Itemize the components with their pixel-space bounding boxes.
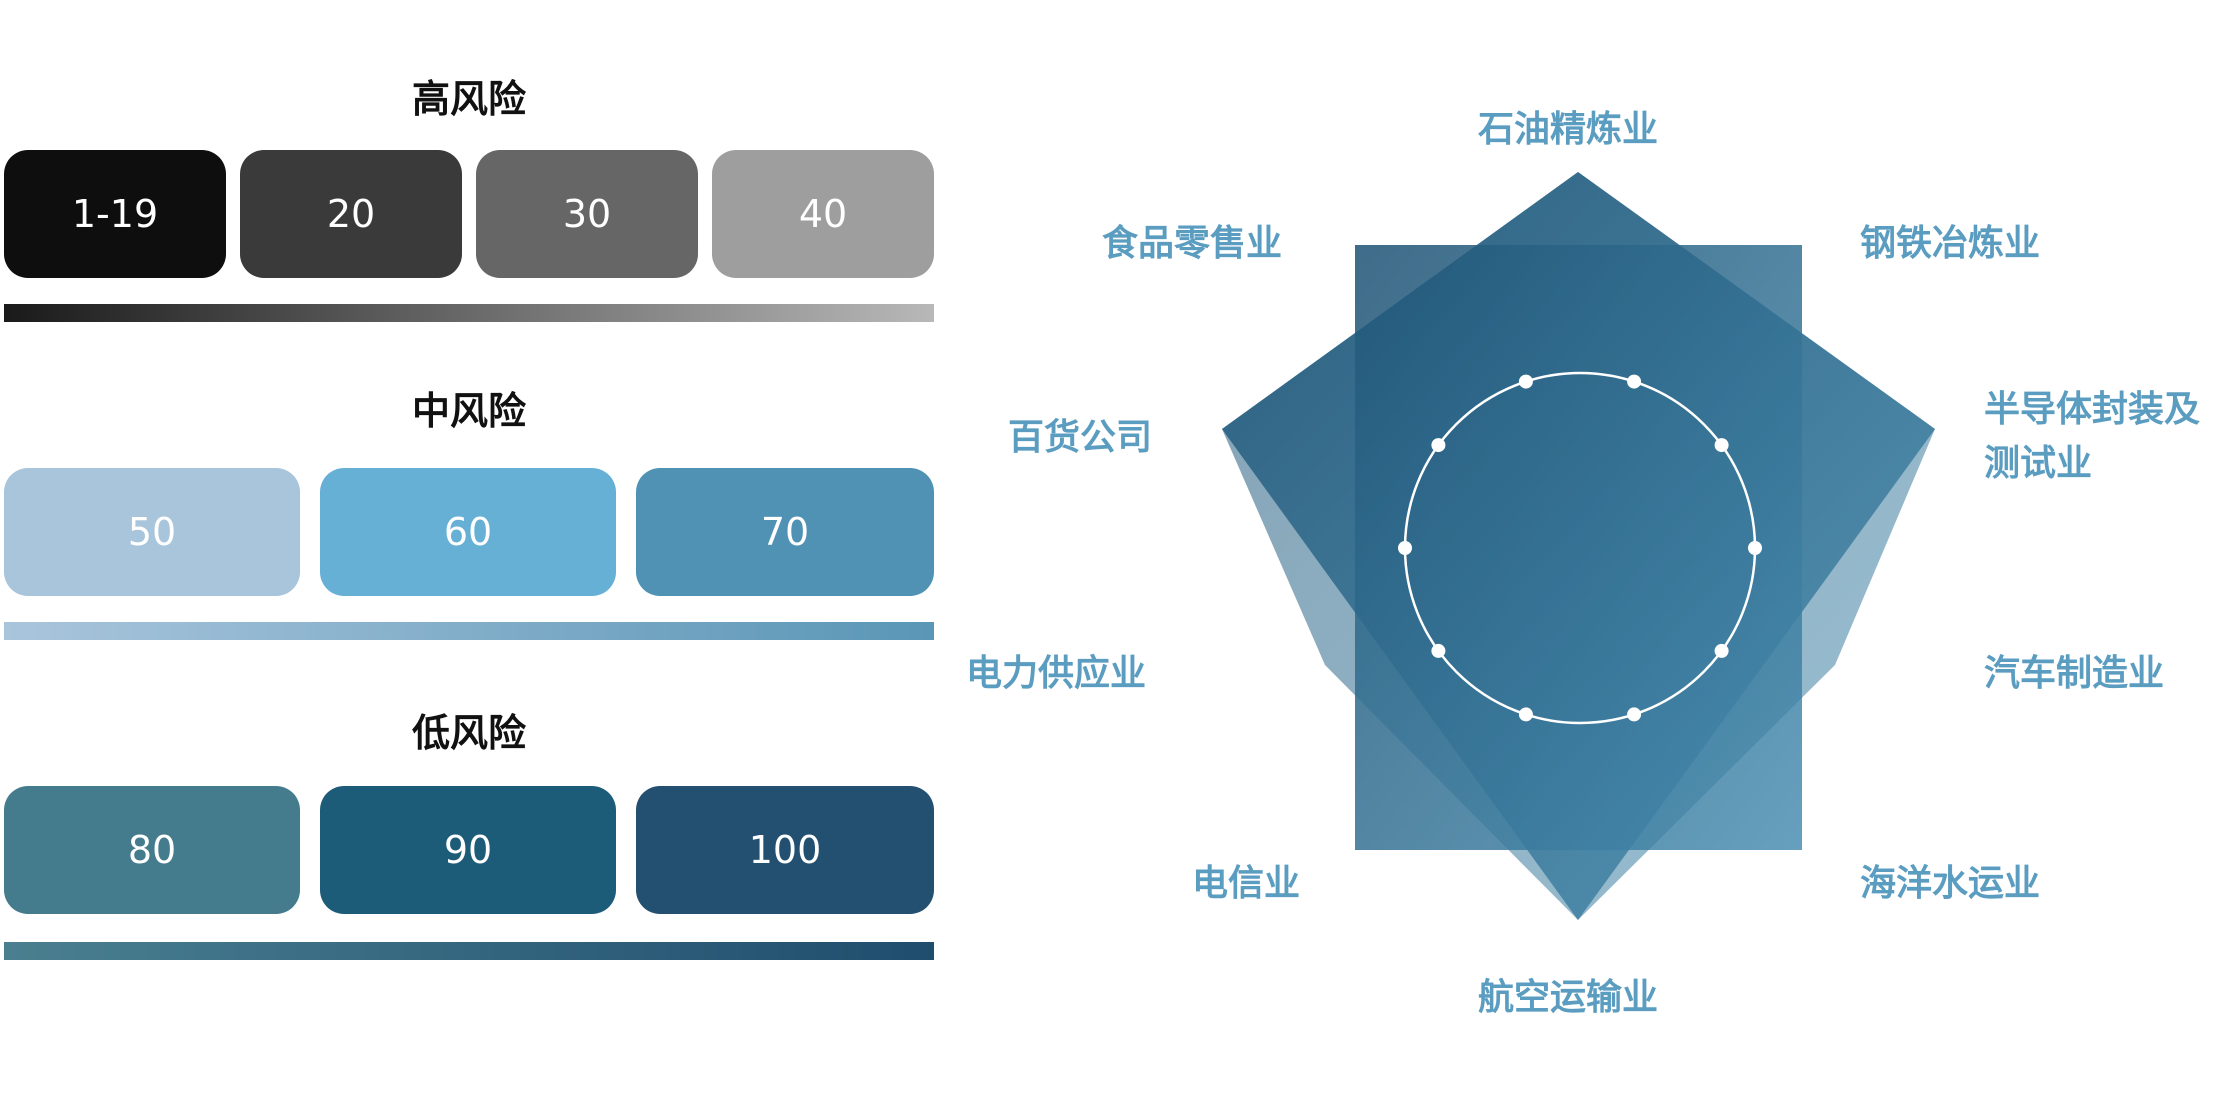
tile-20: 20 [240, 150, 462, 278]
industry-label-petroleum: 石油精炼业 [1478, 109, 1659, 150]
medium-risk-gradient-bar [4, 622, 934, 640]
low-risk-gradient-bar [4, 942, 934, 960]
industry-label-semiconductor-line2: 测试业 [1984, 443, 2093, 484]
high-risk-title: 高风险 [411, 77, 526, 121]
low-risk-title: 低风险 [411, 711, 526, 755]
tile-50: 50 [4, 468, 300, 596]
medium-risk-title: 中风险 [411, 389, 526, 433]
industry-label-semiconductor-line1: 半导体封装及 [1984, 389, 2201, 430]
tile-90: 90 [320, 786, 616, 914]
circle-dot [1518, 707, 1533, 722]
industry-label-shipping: 海洋水运业 [1860, 863, 2041, 904]
circle-dot [1714, 438, 1729, 453]
industry-label-telecom: 电信业 [1192, 863, 1301, 904]
circle-dot [1431, 438, 1446, 453]
circle-dot [1398, 541, 1412, 555]
tile-30: 30 [476, 150, 698, 278]
circle-dot [1518, 374, 1533, 389]
industry-label-department-store: 百货公司 [1008, 417, 1153, 458]
tile-100: 100 [636, 786, 934, 914]
industry-label-steel: 钢铁冶炼业 [1860, 223, 2041, 264]
circle-dot [1627, 374, 1642, 389]
industry-label-power: 电力供应业 [966, 653, 1147, 694]
tile-1-19: 1-19 [4, 150, 226, 278]
circle-dot [1627, 707, 1642, 722]
circle-dot [1714, 643, 1729, 658]
tile-40: 40 [712, 150, 934, 278]
high-risk-gradient-bar [4, 304, 934, 322]
industry-label-automotive: 汽车制造业 [1984, 653, 2165, 694]
industry-label-food-retail: 食品零售业 [1102, 223, 1283, 264]
circle-dot [1748, 541, 1762, 555]
inner-circle-dots [1398, 374, 1762, 722]
tile-60: 60 [320, 468, 616, 596]
tile-70: 70 [636, 468, 934, 596]
circle-dot [1431, 643, 1446, 658]
star-diamond-overlay [1222, 172, 1935, 920]
tile-80: 80 [4, 786, 300, 914]
industry-label-aviation: 航空运输业 [1478, 977, 1659, 1018]
